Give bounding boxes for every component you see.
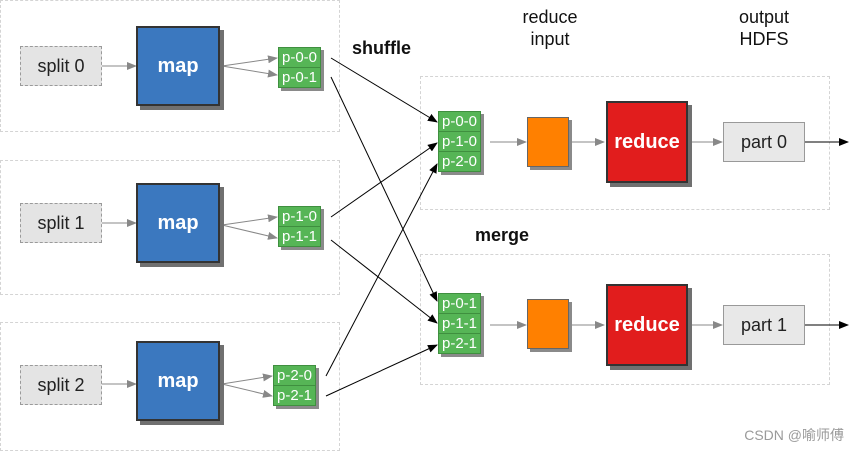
reduce-input-0 (527, 117, 569, 167)
merged-p-2-0: p-2-0 (439, 152, 481, 171)
map-box-0: map (136, 26, 220, 106)
reducer1-merged-partitions: p-0-1 p-1-1 p-2-1 (438, 293, 482, 354)
reduce-group-0 (420, 76, 830, 210)
reduce-input-1 (527, 299, 569, 349)
output-part-0: part 0 (723, 122, 805, 162)
output-part-1: part 1 (723, 305, 805, 345)
arrow-map2-p20 (221, 373, 273, 385)
output-hdfs-label: output HDFS (738, 7, 790, 49)
split-1: split 1 (20, 203, 102, 243)
shuffle-p21 (325, 344, 438, 397)
map-group-1 (0, 160, 340, 295)
map-box-2: map (136, 341, 220, 421)
split-2: split 2 (20, 365, 102, 405)
map0-partitions: p-0-0 p-0-1 (278, 47, 322, 88)
arrow-map0-p01 (221, 65, 278, 78)
shuffle-p11 (330, 239, 438, 324)
reduce-input-label: reduce input (522, 7, 578, 49)
merge-label: merge (475, 225, 530, 245)
merged-p-0-0: p-0-0 (439, 112, 481, 131)
shuffle-p01 (330, 76, 438, 302)
partition-p-1-1: p-1-1 (279, 227, 321, 246)
merged-p-1-1: p-1-1 (439, 314, 481, 333)
arrow-map0-p00 (221, 55, 278, 67)
partition-p-0-1: p-0-1 (279, 68, 321, 87)
merged-p-0-1: p-0-1 (439, 294, 481, 313)
map2-partitions: p-2-0 p-2-1 (273, 365, 317, 406)
map-group-0 (0, 0, 340, 132)
split-0: split 0 (20, 46, 102, 86)
arrow-map2-p21 (221, 383, 273, 398)
partition-p-2-1: p-2-1 (274, 386, 316, 405)
reduce-box-0: reduce (606, 101, 688, 183)
merged-p-2-1: p-2-1 (439, 334, 481, 353)
map-box-1: map (136, 183, 220, 263)
partition-p-2-0: p-2-0 (274, 366, 316, 385)
partition-p-1-0: p-1-0 (279, 207, 321, 226)
watermark: CSDN @喻师傅 (744, 427, 844, 443)
merged-p-1-0: p-1-0 (439, 132, 481, 151)
arrow-map1-p11 (221, 224, 278, 240)
reducer0-merged-partitions: p-0-0 p-1-0 p-2-0 (438, 111, 482, 172)
shuffle-p10 (330, 142, 438, 218)
partition-p-0-0: p-0-0 (279, 48, 321, 67)
shuffle-p20 (325, 163, 438, 377)
reduce-group-1 (420, 254, 830, 385)
shuffle-p00 (330, 57, 438, 123)
arrow-map1-p10 (221, 214, 278, 226)
shuffle-label: shuffle (352, 38, 412, 58)
map1-partitions: p-1-0 p-1-1 (278, 206, 322, 247)
reduce-box-1: reduce (606, 284, 688, 366)
